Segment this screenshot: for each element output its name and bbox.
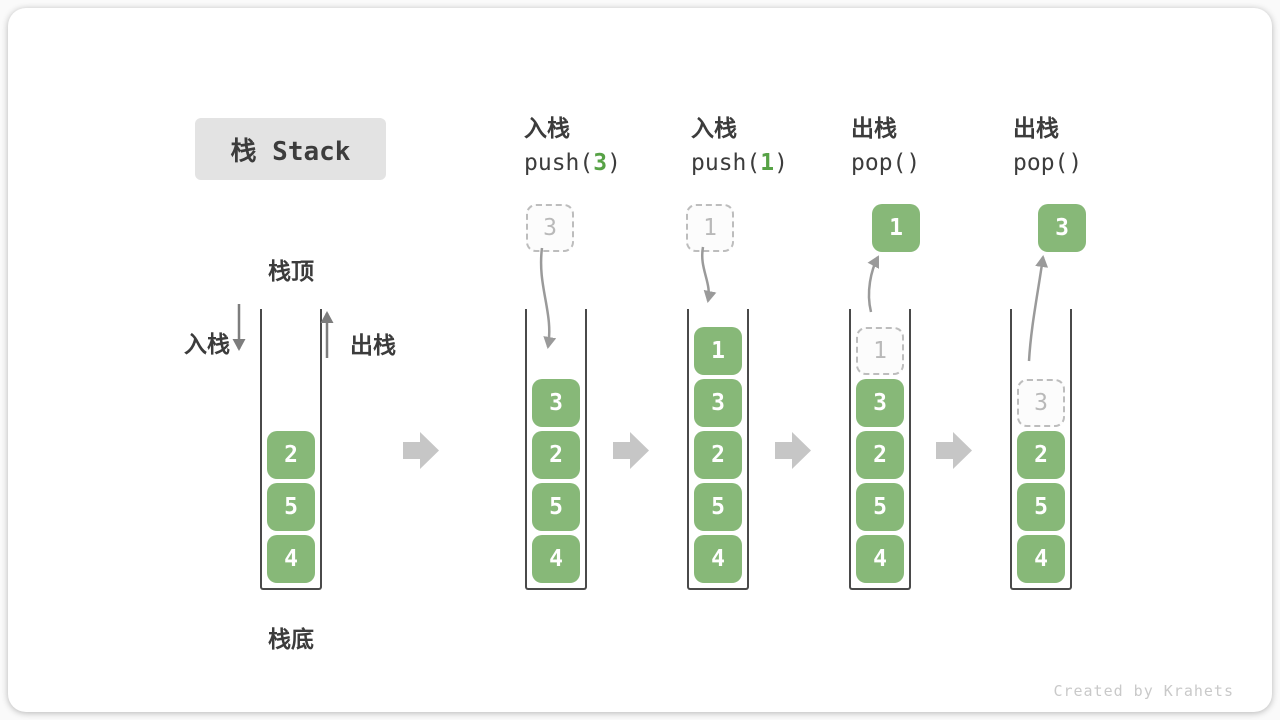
stack-container-after-pop2: 3 2 5 4	[1010, 309, 1072, 590]
operation-action-label: 出栈	[851, 115, 897, 141]
operation-code-label: push(1)	[691, 150, 788, 176]
incoming-value-box: 3	[526, 204, 574, 252]
stack-cell-removed: 3	[1017, 379, 1065, 427]
stack-cell-removed: 1	[856, 327, 904, 375]
stack-cell: 5	[267, 483, 315, 531]
stack-cell: 3	[856, 379, 904, 427]
operation-header-pop-first: 出栈 pop()	[851, 115, 920, 176]
stack-container-initial: 2 5 4	[260, 309, 322, 590]
stack-top-label: 栈顶	[268, 258, 314, 284]
operation-code-arg: 3	[593, 150, 608, 176]
operation-header-push1: 入栈 push(1)	[691, 115, 788, 176]
watermark-credit: Created by Krahets	[1053, 682, 1234, 700]
operation-action-label: 入栈	[691, 115, 737, 141]
operation-action-label: 入栈	[524, 115, 570, 141]
stack-cell: 2	[1017, 431, 1065, 479]
stack-cell: 4	[532, 535, 580, 583]
diagram-title-label: 栈 Stack	[230, 136, 351, 167]
popped-value-box: 3	[1038, 204, 1086, 252]
operation-code-label: pop()	[851, 150, 921, 176]
pop-arrow-icon	[867, 255, 880, 313]
popped-value-box: 1	[872, 204, 920, 252]
stack-bottom-label: 栈底	[268, 626, 314, 652]
stack-cell: 4	[694, 535, 742, 583]
pop-side-label: 出栈	[350, 332, 396, 358]
stack-cell: 4	[1017, 535, 1065, 583]
stack-cell: 2	[856, 431, 904, 479]
push-arrow-icon	[700, 246, 717, 303]
stack-cell: 5	[532, 483, 580, 531]
stack-cell: 5	[694, 483, 742, 531]
incoming-value-box: 1	[686, 204, 734, 252]
stack-cell: 2	[694, 431, 742, 479]
stack-cell: 1	[694, 327, 742, 375]
push-side-label: 入栈	[184, 331, 230, 357]
diagram-canvas: 栈 Stack 栈顶 栈底 入栈 出栈 入栈 push(3) 入栈 push(1…	[8, 8, 1272, 712]
arrows-overlay	[232, 246, 1049, 469]
diagram-title: 栈 Stack	[195, 118, 386, 180]
stack-cell: 3	[694, 379, 742, 427]
operation-header-push3: 入栈 push(3)	[524, 115, 621, 176]
stack-container-after-push3: 3 2 5 4	[525, 309, 587, 590]
operation-code-arg: 1	[760, 150, 775, 176]
stack-cell: 4	[856, 535, 904, 583]
stack-cell: 5	[1017, 483, 1065, 531]
stack-cell: 2	[532, 431, 580, 479]
stack-cell: 5	[856, 483, 904, 531]
operation-action-label: 出栈	[1013, 115, 1059, 141]
flow-arrow-icon	[613, 432, 649, 469]
stack-cell: 4	[267, 535, 315, 583]
operation-header-pop-second: 出栈 pop()	[1013, 115, 1082, 176]
operation-code-label: pop()	[1013, 150, 1083, 176]
stack-cell: 3	[532, 379, 580, 427]
flow-arrow-icon	[403, 432, 439, 469]
stack-container-after-pop1: 1 3 2 5 4	[849, 309, 911, 590]
flow-arrow-icon	[775, 432, 811, 469]
operation-code-label: push(3)	[524, 150, 621, 176]
stack-container-after-push1: 1 3 2 5 4	[687, 309, 749, 590]
stack-cell: 2	[267, 431, 315, 479]
flow-arrow-icon	[936, 432, 972, 469]
